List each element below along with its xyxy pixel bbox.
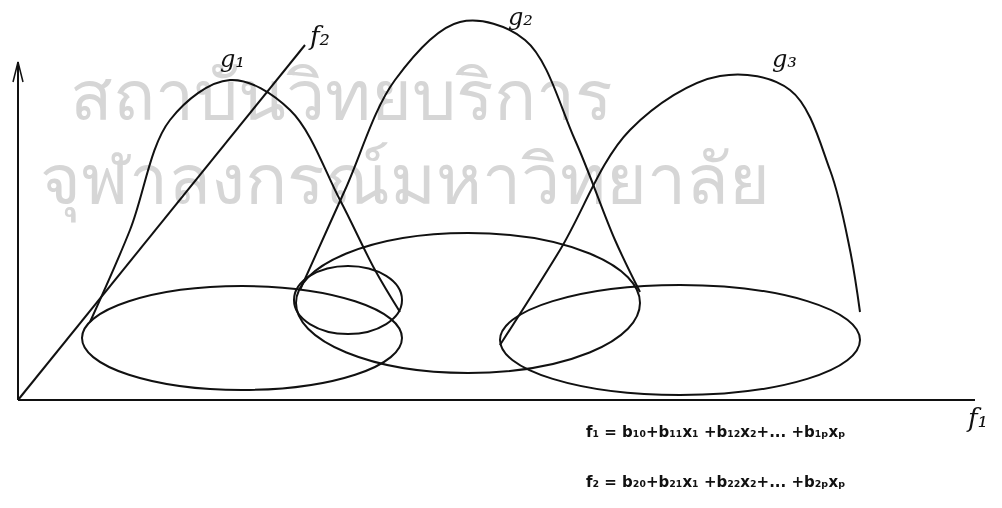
axis-label: f₂ — [310, 22, 330, 51]
function-equation: f₁ = b₁₀+b₁₁x₁ +b₁₂x₂+... +b₁ₚxₚ — [586, 424, 845, 441]
group-label: g₃ — [772, 46, 797, 72]
axis-arrow — [13, 62, 23, 82]
watermark: จุฬาลงกรณ์มหาวิทยาลัย — [40, 142, 770, 219]
vertical-axis — [17, 62, 19, 400]
axis-label: f₁ — [968, 404, 988, 433]
function-equation: f₂ = b₂₀+b₂₁x₁ +b₂₂x₂+... +b₂ₚxₚ — [586, 474, 845, 491]
watermark: สถาบันวิทยบริการ — [70, 58, 613, 135]
group-base-ellipse — [500, 285, 860, 395]
group-label: g₂ — [508, 4, 533, 30]
group-base-ellipse — [296, 233, 640, 373]
f1-axis — [18, 399, 975, 401]
group-base-ellipse — [294, 266, 402, 334]
group-base-ellipse — [82, 286, 402, 390]
